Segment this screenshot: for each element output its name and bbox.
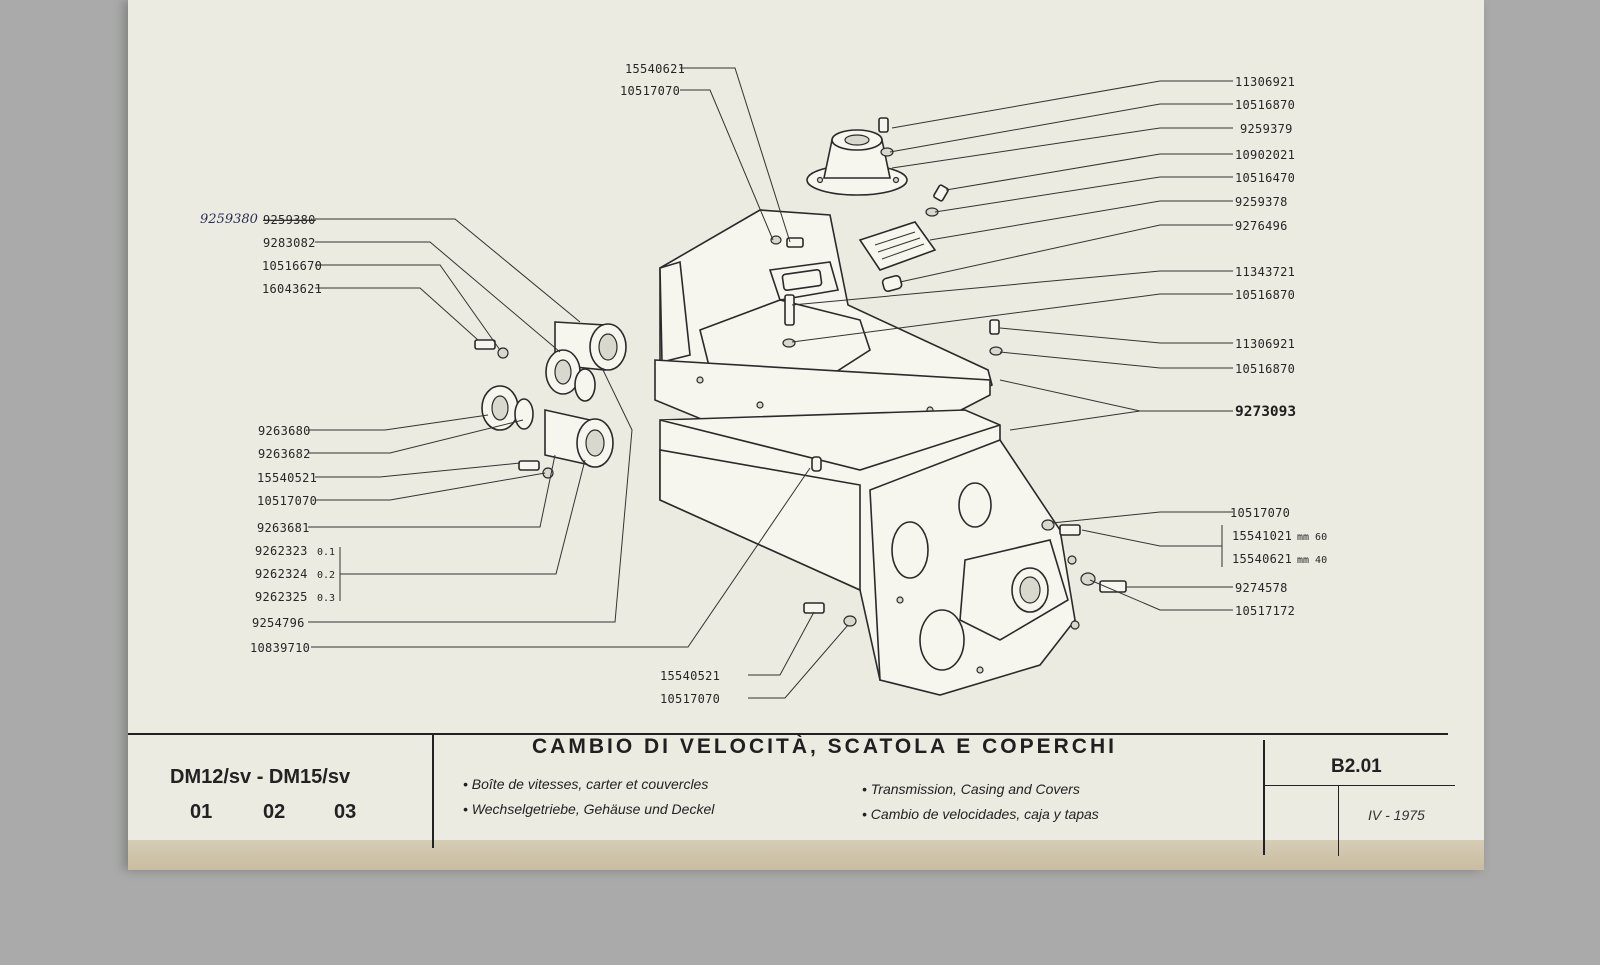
label-10516870-b: 10516870: [1235, 288, 1295, 302]
label-10516870-c: 10516870: [1235, 362, 1295, 376]
variant-03: 03: [334, 801, 357, 823]
label-9262325-suffix: 0.3: [317, 593, 335, 604]
bushing-part: [881, 274, 903, 292]
footer-divider-1: [432, 733, 434, 848]
left-exploded-parts: [474, 321, 627, 479]
footer-code-rule: [1265, 785, 1455, 786]
edition-date: IV - 1975: [1368, 807, 1425, 823]
label-9262324-suffix: 0.2: [317, 570, 335, 581]
label-9283082: 9283082: [263, 236, 316, 250]
label-9259380-handwritten: 9259380: [200, 212, 258, 227]
label-15540621-top: 15540621: [625, 62, 685, 76]
page-edge: [128, 840, 1484, 870]
label-10517070-top: 10517070: [620, 84, 680, 98]
label-15541021: 15541021: [1232, 529, 1292, 543]
label-10516470: 10516470: [1235, 171, 1295, 185]
fasteners: [770, 117, 1127, 627]
subtitle-english: • Transmission, Casing and Covers: [862, 781, 1080, 797]
label-15540521-bottom: 15540521: [660, 669, 720, 683]
subtitle-german: • Wechselgetriebe, Gehäuse und Deckel: [463, 801, 715, 817]
label-15540621-suffix: mm 40: [1297, 555, 1327, 566]
label-9259379: 9259379: [1240, 122, 1293, 136]
lower-gearbox-casing: [659, 409, 1080, 696]
label-10517070-bottom: 10517070: [660, 692, 720, 706]
label-10517070: 10517070: [257, 494, 317, 508]
section-code: B2.01: [1331, 756, 1382, 777]
label-9276496: 9276496: [1235, 219, 1288, 233]
label-9263681: 9263681: [257, 521, 310, 535]
label-9263682: 9263682: [258, 447, 311, 461]
label-9259378: 9259378: [1235, 195, 1288, 209]
subtitle-spanish: • Cambio de velocidades, caja y tapas: [862, 806, 1099, 822]
label-11306921-b: 11306921: [1235, 337, 1295, 351]
label-10839710: 10839710: [250, 641, 310, 655]
label-9262323: 9262323: [255, 544, 308, 558]
label-15540621-right: 15540621: [1232, 552, 1292, 566]
label-9273093: 9273093: [1235, 404, 1296, 420]
label-10517070-right: 10517070: [1230, 506, 1290, 520]
label-9254796: 9254796: [252, 616, 305, 630]
label-9262323-suffix: 0.1: [317, 547, 335, 558]
label-10516670: 10516670: [262, 259, 322, 273]
label-9259380-struck: 9259380: [263, 213, 316, 227]
footer-divider-3: [1338, 786, 1339, 856]
label-15541021-suffix: mm 60: [1297, 532, 1327, 543]
label-16043621: 16043621: [262, 282, 322, 296]
subtitle-french: • Boîte de vitesses, carter et couvercle…: [463, 776, 709, 792]
top-cap-part: [806, 129, 908, 196]
label-9262325: 9262325: [255, 590, 308, 604]
label-15540521: 15540521: [257, 471, 317, 485]
model-designation: DM12/sv - DM15/sv: [170, 766, 351, 788]
variant-02: 02: [263, 801, 286, 823]
leader-lines: [308, 67, 1233, 699]
label-10516870-a: 10516870: [1235, 98, 1295, 112]
variant-01: 01: [190, 801, 213, 823]
label-11306921-a: 11306921: [1235, 75, 1295, 89]
footer-top-rule: [128, 733, 1448, 735]
page-title: CAMBIO DI VELOCITÀ, SCATOLA E COPERCHI: [532, 735, 1117, 758]
label-10517172: 10517172: [1235, 604, 1295, 618]
label-11343721: 11343721: [1235, 265, 1295, 279]
label-9262324: 9262324: [255, 567, 308, 581]
label-9263680: 9263680: [258, 424, 311, 438]
inspection-plate-part: [858, 221, 937, 271]
label-9274578: 9274578: [1235, 581, 1288, 595]
footer-divider-2: [1263, 740, 1265, 855]
label-10902021: 10902021: [1235, 148, 1295, 162]
